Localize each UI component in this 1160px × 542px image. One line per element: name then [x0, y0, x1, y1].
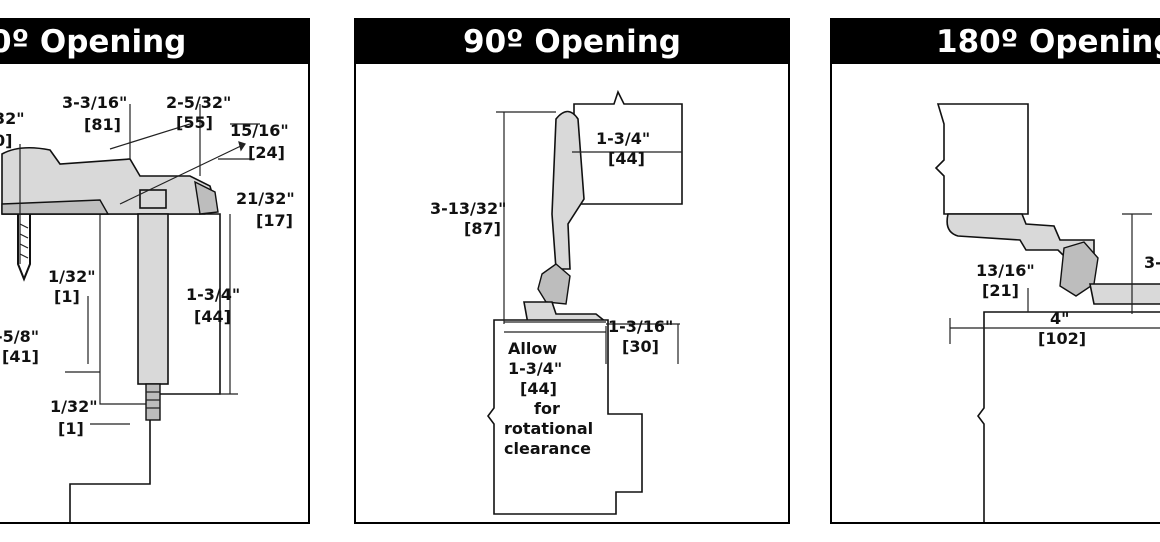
dim-label: [24]	[248, 143, 285, 162]
note-label: [44]	[520, 379, 557, 398]
panel-90-opening: 90º Opening 1-3/4" [44] 3-13/32" [87] 1-…	[354, 18, 790, 524]
dim-label: [81]	[84, 115, 121, 134]
dim-label: 1/32"	[48, 267, 96, 286]
dim-label: 13/16"	[976, 261, 1035, 280]
dim-label: 1/32"	[50, 397, 98, 416]
dim-label: [21]	[982, 281, 1019, 300]
dim-label: 3-3/16"	[62, 93, 127, 112]
dim-label: 21/32"	[236, 189, 295, 208]
dim-label: 4"	[1050, 309, 1069, 328]
dim-label: [44]	[194, 307, 231, 326]
dim-label: [55]	[176, 113, 213, 132]
note-label: rotational	[504, 419, 593, 438]
dim-label: 0]	[0, 131, 12, 150]
panel-title: 0º Opening	[0, 20, 308, 64]
dim-label: 3-13	[1144, 253, 1160, 272]
note-label: Allow	[508, 339, 557, 358]
note-label: 1-3/4"	[508, 359, 562, 378]
panel-title: 90º Opening	[356, 20, 788, 64]
dim-label: [1]	[58, 419, 84, 438]
note-label: for	[534, 399, 560, 418]
panel-0-opening: 0º Opening 32" 0] 3-3/16" [81] 2-5/32" […	[0, 18, 310, 524]
dim-label: 1-3/16"	[608, 317, 673, 336]
dim-label: [1]	[54, 287, 80, 306]
note-label: clearance	[504, 439, 591, 458]
dim-label: 32"	[0, 109, 25, 128]
dim-label: 3-13/32"	[430, 199, 506, 218]
dim-label: -5/8"	[0, 327, 39, 346]
panel-180-opening: 180º Opening 3-13 [8 13/16" [21] 4" [102…	[830, 18, 1160, 524]
dim-label: [102]	[1038, 329, 1086, 348]
hinge-diagram-0: 32" 0] 3-3/16" [81] 2-5/32" [55] 15/16" …	[0, 93, 295, 522]
dim-label: [41]	[2, 347, 39, 366]
dim-label: [87]	[464, 219, 501, 238]
dim-label: 15/16"	[230, 121, 289, 140]
dim-label: [44]	[608, 149, 645, 168]
hinge-diagram-90: 1-3/4" [44] 3-13/32" [87] 1-3/16" [30] A…	[430, 89, 683, 515]
hinge-diagram-180: 3-13 [8 13/16" [21] 4" [102]	[934, 103, 1160, 522]
dim-label: 1-3/4"	[596, 129, 650, 148]
dim-label: [17]	[256, 211, 293, 230]
dim-label: 2-5/32"	[166, 93, 231, 112]
dim-label: [30]	[622, 337, 659, 356]
panel-title: 180º Opening	[832, 20, 1160, 64]
dim-label: 1-3/4"	[186, 285, 240, 304]
